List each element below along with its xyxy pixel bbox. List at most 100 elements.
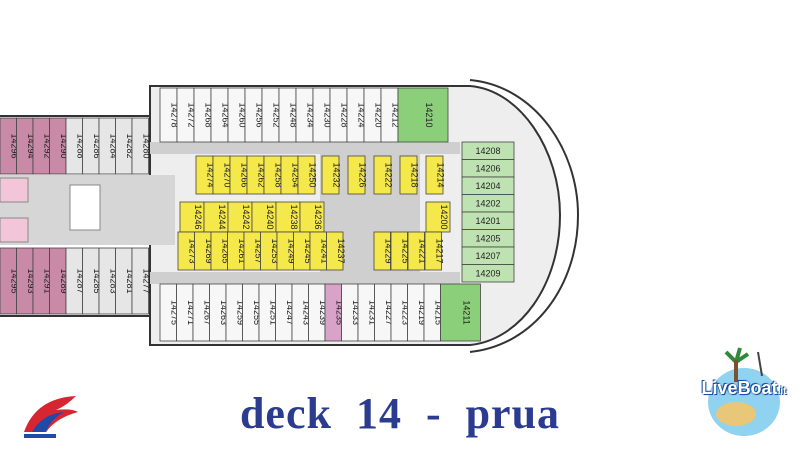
carnival-logo xyxy=(24,396,78,438)
cabin-14226[interactable] xyxy=(347,155,366,195)
cabin-14218[interactable] xyxy=(399,155,418,195)
cabin-14277[interactable] xyxy=(131,247,149,315)
liveboat-badge: LiveBoat.it xyxy=(696,342,792,442)
cabin-label: 14214 xyxy=(436,162,446,187)
cabin-label: 14277 xyxy=(141,268,151,293)
cabin-label: 14257 xyxy=(253,238,263,263)
cabin-14250[interactable] xyxy=(297,155,316,195)
cabin-14209[interactable] xyxy=(461,264,515,283)
cabin-label: 14211 xyxy=(462,300,472,324)
cabin-label: 14281 xyxy=(125,268,135,293)
cabin-label: 14241 xyxy=(319,238,329,263)
cabin-label: 14272 xyxy=(187,102,197,127)
cabin-label: 14209 xyxy=(475,268,500,278)
cabin-label: 14219 xyxy=(417,300,427,325)
cabin-14237[interactable] xyxy=(326,231,344,271)
cabin-label: 14285 xyxy=(92,268,102,293)
corridor-top xyxy=(150,142,460,154)
cabin-label: 14255 xyxy=(252,300,262,325)
cabin-label: 14270 xyxy=(223,162,233,187)
cabin-label: 14258 xyxy=(274,162,284,187)
cabin-label: 14237 xyxy=(336,238,346,263)
cabin-label: 14294 xyxy=(26,133,36,158)
cabin-label: 14235 xyxy=(334,300,344,325)
cabin-14238[interactable] xyxy=(275,201,301,233)
cabin-label: 14261 xyxy=(237,238,247,263)
deck-caption: deck 14 - prua xyxy=(239,389,561,438)
cabin-label: 14282 xyxy=(125,133,135,158)
cabin-label: 14200 xyxy=(439,204,449,229)
cabin-label: 14228 xyxy=(340,102,350,127)
bow-outer-line xyxy=(469,79,580,353)
cabin-label: 14256 xyxy=(255,102,265,127)
cabin-label: 14292 xyxy=(42,133,52,158)
cabin-14222[interactable] xyxy=(373,155,392,195)
cabin-label: 14245 xyxy=(303,238,313,263)
brand-tld: .it xyxy=(777,386,787,397)
cabin-label: 14223 xyxy=(400,300,410,325)
cabin-label: 14259 xyxy=(235,300,245,325)
cabin-label: 14201 xyxy=(475,216,500,226)
cabin-14280[interactable] xyxy=(131,117,149,175)
cabin-label: 14205 xyxy=(475,233,500,243)
cabin-label: 14286 xyxy=(92,133,102,158)
corridor-bottom xyxy=(150,272,460,284)
cabin-label: 14289 xyxy=(59,268,69,293)
cabin-14246[interactable] xyxy=(179,201,205,233)
cabin-label: 14251 xyxy=(268,300,278,325)
cabin-label: 14215 xyxy=(433,300,443,325)
cabin-label: 14240 xyxy=(265,204,275,229)
cabin-14210[interactable] xyxy=(397,87,449,143)
cabin-14214[interactable] xyxy=(425,155,444,195)
cabin-14211[interactable] xyxy=(440,283,481,342)
cabin-label: 14284 xyxy=(108,133,118,158)
cabin-14229[interactable] xyxy=(373,231,391,271)
cabin-label: 14212 xyxy=(391,102,401,127)
cabin-label: 14288 xyxy=(75,133,85,158)
cabin-label: 14246 xyxy=(193,204,203,229)
cabin-label: 14230 xyxy=(323,102,333,127)
cabin-label: 14247 xyxy=(285,300,295,325)
cabin-14200[interactable] xyxy=(425,201,451,233)
cabin-label: 14296 xyxy=(9,133,19,158)
cabin-14244[interactable] xyxy=(203,201,229,233)
cabin-label: 14250 xyxy=(308,162,318,187)
cabin-label: 14252 xyxy=(272,102,282,127)
cabin-label: 14225 xyxy=(400,238,410,263)
cabin-label: 14290 xyxy=(59,133,69,158)
cabin-label: 14217 xyxy=(434,238,444,263)
stairs xyxy=(69,184,101,231)
aft-top-cabins: 14296 14294 14292 14290 14288 14286 14284 14282… xyxy=(0,117,151,175)
brand-boat: Boat xyxy=(737,378,778,398)
cabin-label: 14267 xyxy=(202,300,212,325)
cabin-14232[interactable] xyxy=(321,155,340,195)
cabin-label: 14244 xyxy=(217,204,227,229)
cabin-label: 14242 xyxy=(241,204,251,229)
cabin-label: 14287 xyxy=(75,268,85,293)
cabin-label: 14222 xyxy=(384,162,394,187)
cabin-label: 14238 xyxy=(289,204,299,229)
brand-live: Live xyxy=(701,378,738,398)
cabin-label: 14271 xyxy=(186,300,196,325)
cabin-label: 14210 xyxy=(424,102,434,127)
cabin-label: 14207 xyxy=(475,251,500,261)
cabin-label: 14224 xyxy=(357,102,367,127)
cabin-label: 14295 xyxy=(9,268,19,293)
cabin-label: 14253 xyxy=(270,238,280,263)
cabin-label: 14278 xyxy=(170,102,180,127)
cabin-label: 14204 xyxy=(475,181,500,191)
cabin-label: 14248 xyxy=(289,102,299,127)
cabin-14225[interactable] xyxy=(390,231,408,271)
cabin-14217[interactable] xyxy=(424,231,442,271)
cabin-label: 14262 xyxy=(257,162,267,187)
cabin-14221[interactable] xyxy=(407,231,425,271)
cabin-label: 14263 xyxy=(219,300,229,325)
cabin-14236[interactable] xyxy=(299,201,325,233)
cabin-label: 14291 xyxy=(42,268,52,293)
